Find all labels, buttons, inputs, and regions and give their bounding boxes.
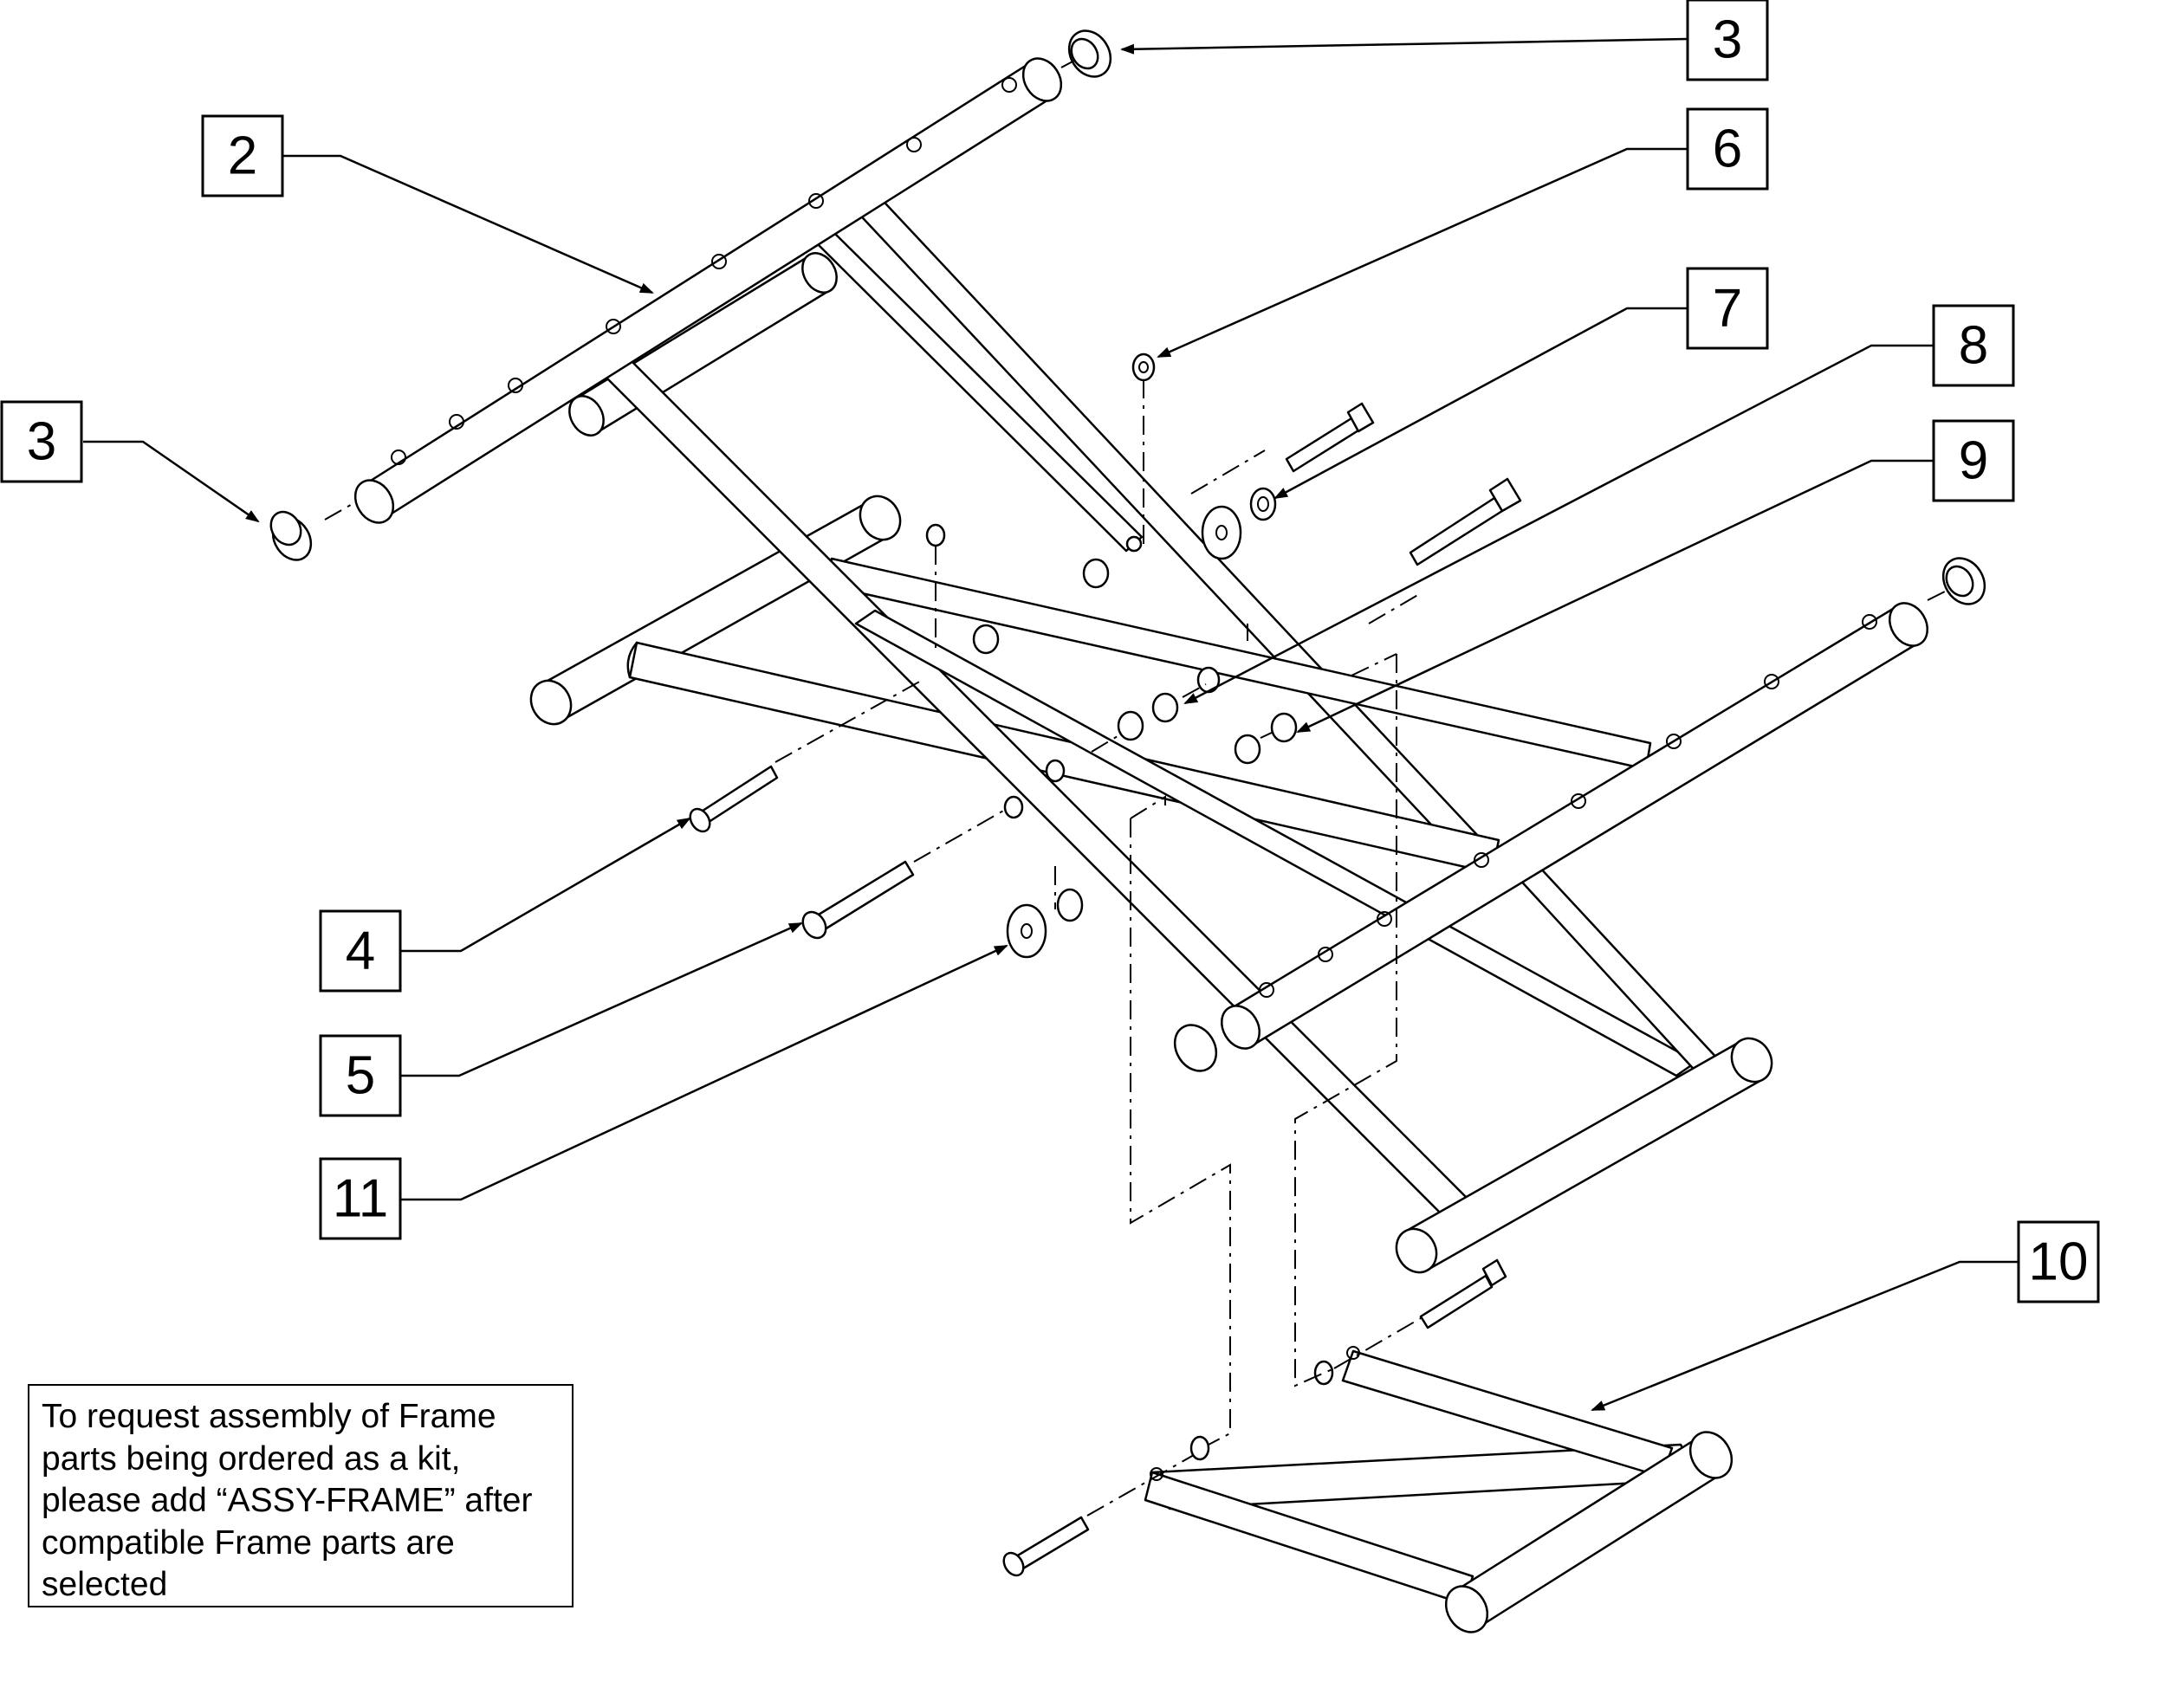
assembly-note: To request assembly of Frame parts being… bbox=[28, 1384, 574, 1607]
bolt-item-4 bbox=[689, 765, 779, 833]
lower-stretcher-tube bbox=[1395, 1037, 1773, 1274]
end-cap-right bbox=[1941, 557, 1986, 605]
rear-x-tube bbox=[852, 191, 1492, 866]
callout-7: 7 bbox=[1686, 267, 1769, 350]
callout-10: 10 bbox=[2017, 1220, 2100, 1303]
end-cap-top bbox=[1067, 29, 1112, 78]
callout-label: 6 bbox=[1713, 120, 1742, 179]
end-cap-front bbox=[1173, 1024, 1218, 1072]
bolt-item-7 bbox=[1285, 402, 1375, 473]
callout-9: 9 bbox=[1932, 419, 2015, 502]
callout-label: 9 bbox=[1959, 431, 1988, 491]
assembly-center-lines bbox=[324, 60, 1946, 1517]
callout-3-left: 3 bbox=[0, 400, 83, 483]
lower-seat-rail bbox=[1220, 602, 1929, 1050]
main-x-tube bbox=[589, 345, 1483, 1232]
callout-label: 2 bbox=[228, 126, 257, 186]
callout-label: 8 bbox=[1959, 316, 1988, 376]
assembly-note-text: To request assembly of Frame parts being… bbox=[42, 1398, 533, 1603]
callout-6: 6 bbox=[1686, 107, 1769, 191]
spacer-item-11 bbox=[1006, 888, 1084, 959]
end-cap-left bbox=[269, 510, 313, 561]
bolt-bottom-right bbox=[1419, 1258, 1507, 1329]
callout-label: 3 bbox=[1713, 10, 1742, 70]
callout-label: 10 bbox=[2029, 1232, 2089, 1292]
bolt-item-5 bbox=[801, 860, 915, 940]
frame-parts bbox=[269, 29, 1986, 1633]
callout-2: 2 bbox=[201, 114, 284, 197]
callout-label: 11 bbox=[333, 1169, 388, 1229]
leader-lines bbox=[83, 37, 2019, 1412]
callout-label: 5 bbox=[346, 1046, 375, 1106]
callout-4: 4 bbox=[319, 909, 402, 993]
callout-label: 3 bbox=[27, 412, 56, 472]
bolt-item-8 bbox=[1409, 477, 1522, 566]
callout-8: 8 bbox=[1932, 304, 2015, 387]
washer-item-6 bbox=[1131, 352, 1156, 382]
callout-label: 4 bbox=[346, 922, 375, 981]
bolt-bottom-left bbox=[1002, 1516, 1090, 1577]
callout-11: 11 bbox=[319, 1157, 402, 1240]
spacer-item-11-top bbox=[1201, 505, 1242, 560]
callout-5: 5 bbox=[319, 1034, 402, 1117]
callout-label: 7 bbox=[1713, 279, 1742, 339]
washer-item-7 bbox=[1249, 487, 1277, 521]
callout-3-top: 3 bbox=[1686, 0, 1769, 81]
nuts bbox=[925, 523, 1334, 1461]
bottom-bracket bbox=[1144, 1346, 1734, 1633]
upper-seat-rail bbox=[353, 57, 1063, 524]
